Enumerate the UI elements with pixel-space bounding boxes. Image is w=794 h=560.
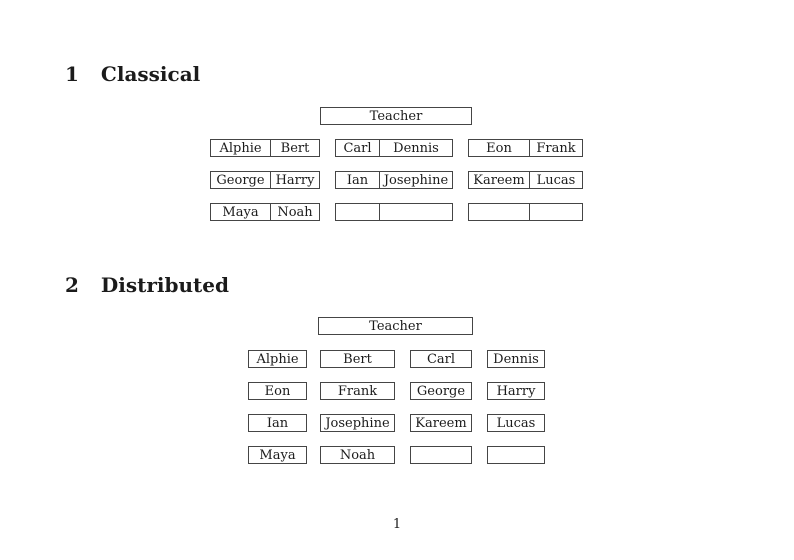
seat: Kareem [473, 172, 525, 188]
seat: Lucas [496, 415, 536, 431]
seat: Harry [270, 172, 319, 188]
seat: Frank [529, 140, 582, 156]
desk: Eon [248, 382, 307, 400]
page-number: 1 [392, 517, 402, 532]
desk: Ian [248, 414, 307, 432]
seat: Noah [270, 204, 319, 220]
section-title: Classical [100, 62, 201, 86]
desk [410, 446, 472, 464]
desk [487, 446, 545, 464]
seat: Dennis [379, 140, 452, 156]
seat: Carl [426, 351, 456, 367]
teacher-label: Teacher [369, 108, 423, 124]
desk: Carl [410, 350, 472, 368]
seat: Ian [266, 415, 289, 431]
seat: Alphie [256, 351, 299, 367]
teacher-label: Teacher [369, 318, 422, 334]
seat [529, 204, 582, 220]
seat: Maya [222, 204, 259, 220]
seat: Noah [339, 447, 376, 463]
desk: Josephine [320, 414, 395, 432]
desk: Frank [320, 382, 395, 400]
seat: Carl [343, 140, 372, 156]
desk: Kareem [410, 414, 472, 432]
seat: George [416, 383, 466, 399]
desk: George Harry [210, 171, 320, 189]
seat [336, 204, 379, 220]
section-heading-distributed: 2 Distributed [65, 273, 229, 297]
seat: Bert [270, 140, 319, 156]
section-number: 1 [65, 62, 79, 86]
teacher-box: Teacher [318, 317, 473, 335]
seat: Kareem [415, 415, 467, 431]
desk: Maya [248, 446, 307, 464]
seat: Eon [264, 383, 291, 399]
desk: Maya Noah [210, 203, 320, 221]
seat: George [216, 172, 265, 188]
desk: Ian Josephine [335, 171, 453, 189]
section-number: 2 [65, 273, 79, 297]
seat: Harry [496, 383, 536, 399]
desk: Alphie [248, 350, 307, 368]
seat: Josephine [325, 415, 390, 431]
desk: Bert [320, 350, 395, 368]
section-title: Distributed [100, 273, 229, 297]
desk: Carl Dennis [335, 139, 453, 157]
desk: Alphie Bert [210, 139, 320, 157]
desk: George [410, 382, 472, 400]
seat: Ian [346, 172, 369, 188]
desk: Harry [487, 382, 545, 400]
seat: Josephine [379, 172, 452, 188]
seat: Alphie [219, 140, 262, 156]
seat: Lucas [529, 172, 582, 188]
desk [335, 203, 453, 221]
seat: Bert [343, 351, 372, 367]
desk: Kareem Lucas [468, 171, 583, 189]
seat: Frank [337, 383, 378, 399]
desk: Lucas [487, 414, 545, 432]
section-heading-classical: 1 Classical [65, 62, 200, 86]
seat [379, 204, 452, 220]
desk: Dennis [487, 350, 545, 368]
seat: Dennis [493, 351, 539, 367]
desk: Noah [320, 446, 395, 464]
desk: Eon Frank [468, 139, 583, 157]
desk [468, 203, 583, 221]
seat [469, 204, 529, 220]
teacher-box: Teacher [320, 107, 472, 125]
seat: Maya [259, 447, 296, 463]
seat: Eon [486, 140, 512, 156]
